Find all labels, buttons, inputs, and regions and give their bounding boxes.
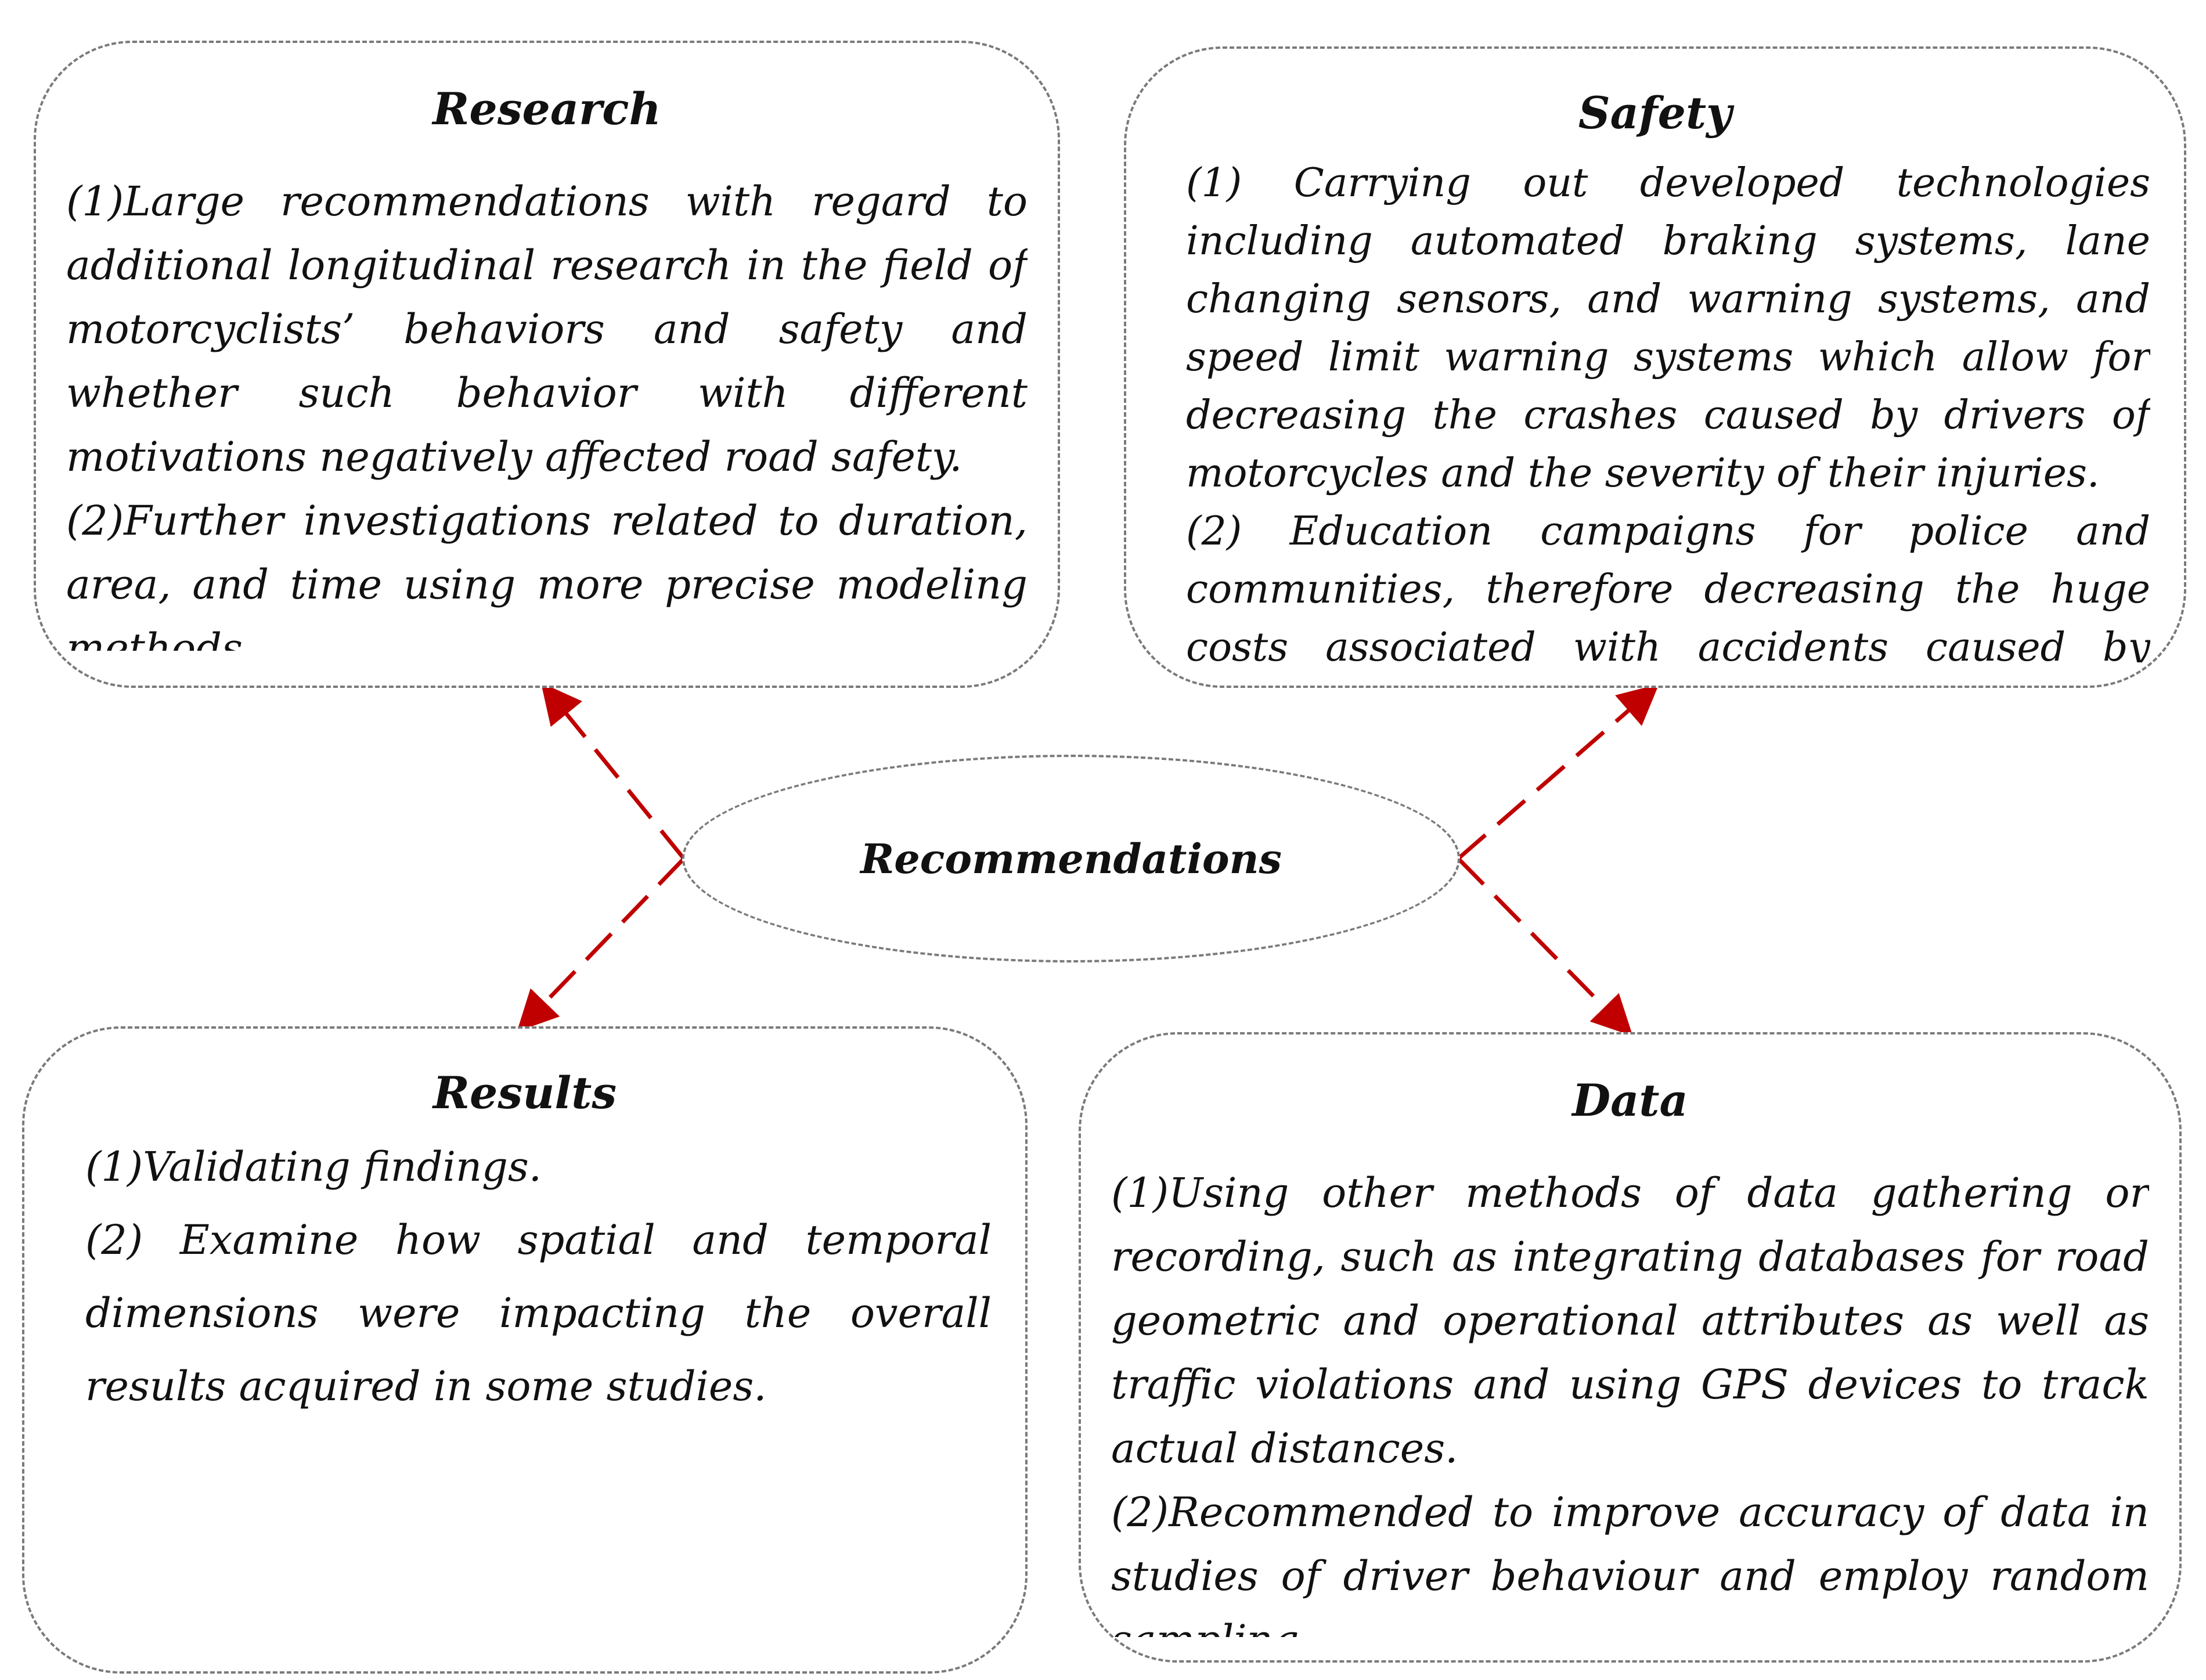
results-content: (1)Validating findings. (2) Examine how …	[85, 1130, 992, 1648]
research-item-2: (2)Further investigations related to dur…	[66, 489, 1028, 651]
safety-box: Safety (1) Carrying out developed techno…	[1124, 46, 2186, 688]
data-item-2-text: Recommended to improve accuracy of data …	[1111, 1488, 2149, 1637]
results-box: Results (1)Validating findings. (2) Exam…	[22, 1026, 1028, 1674]
research-item-1-text: Large recommendations with regard to add…	[66, 178, 1028, 481]
research-item-2-text: Further investigations related to durati…	[66, 497, 1028, 651]
results-item-1-num: (1)	[85, 1143, 143, 1191]
data-content: (1)Using other methods of data gathering…	[1111, 1161, 2149, 1637]
results-item-1-text: Validating findings.	[143, 1143, 542, 1191]
safety-item-2: (2) Education campaigns for police and c…	[1186, 503, 2150, 662]
arrow-to-results	[517, 857, 686, 1032]
safety-item-1: (1) Carrying out developed technologies …	[1186, 154, 2150, 503]
safety-item-1-num: (1)	[1186, 160, 1242, 206]
data-item-1-num: (1)	[1111, 1169, 1169, 1217]
research-item-1: (1)Large recommendations with regard to …	[66, 170, 1028, 489]
data-item-1-text: Using other methods of data gathering or…	[1111, 1169, 2149, 1472]
data-title: Data	[1572, 1075, 1688, 1126]
arrow-to-safety	[1457, 684, 1659, 860]
safety-item-1-text: Carrying out developed technologies incl…	[1186, 160, 2150, 496]
research-content: (1)Large recommendations with regard to …	[66, 170, 1028, 651]
safety-item-2-text: Education campaigns for police and commu…	[1186, 509, 2150, 662]
safety-title: Safety	[1578, 87, 1732, 139]
arrow-to-research	[540, 682, 686, 860]
research-item-2-num: (2)	[66, 497, 124, 545]
data-box: Data (1)Using other methods of data gath…	[1079, 1032, 2182, 1663]
research-box: Research (1)Large recommendations with r…	[34, 41, 1060, 688]
research-item-1-num: (1)	[66, 178, 124, 225]
results-title: Results	[432, 1067, 617, 1119]
research-title: Research	[432, 83, 661, 135]
arrow-to-data	[1457, 857, 1633, 1036]
results-item-2-text: Examine how spatial and temporal dimensi…	[85, 1216, 992, 1410]
data-item-1: (1)Using other methods of data gathering…	[1111, 1161, 2149, 1480]
data-item-2: (2)Recommended to improve accuracy of da…	[1111, 1480, 2149, 1637]
results-item-2-num: (2)	[85, 1216, 143, 1264]
results-item-1: (1)Validating findings.	[85, 1130, 992, 1203]
data-item-2-num: (2)	[1111, 1488, 1169, 1536]
results-item-2: (2) Examine how spatial and temporal dim…	[85, 1203, 992, 1423]
safety-content: (1) Carrying out developed technologies …	[1186, 154, 2150, 662]
recommendations-ellipse: Recommendations	[682, 755, 1460, 962]
recommendations-label: Recommendations	[860, 834, 1282, 883]
safety-item-2-num: (2)	[1186, 509, 1242, 554]
